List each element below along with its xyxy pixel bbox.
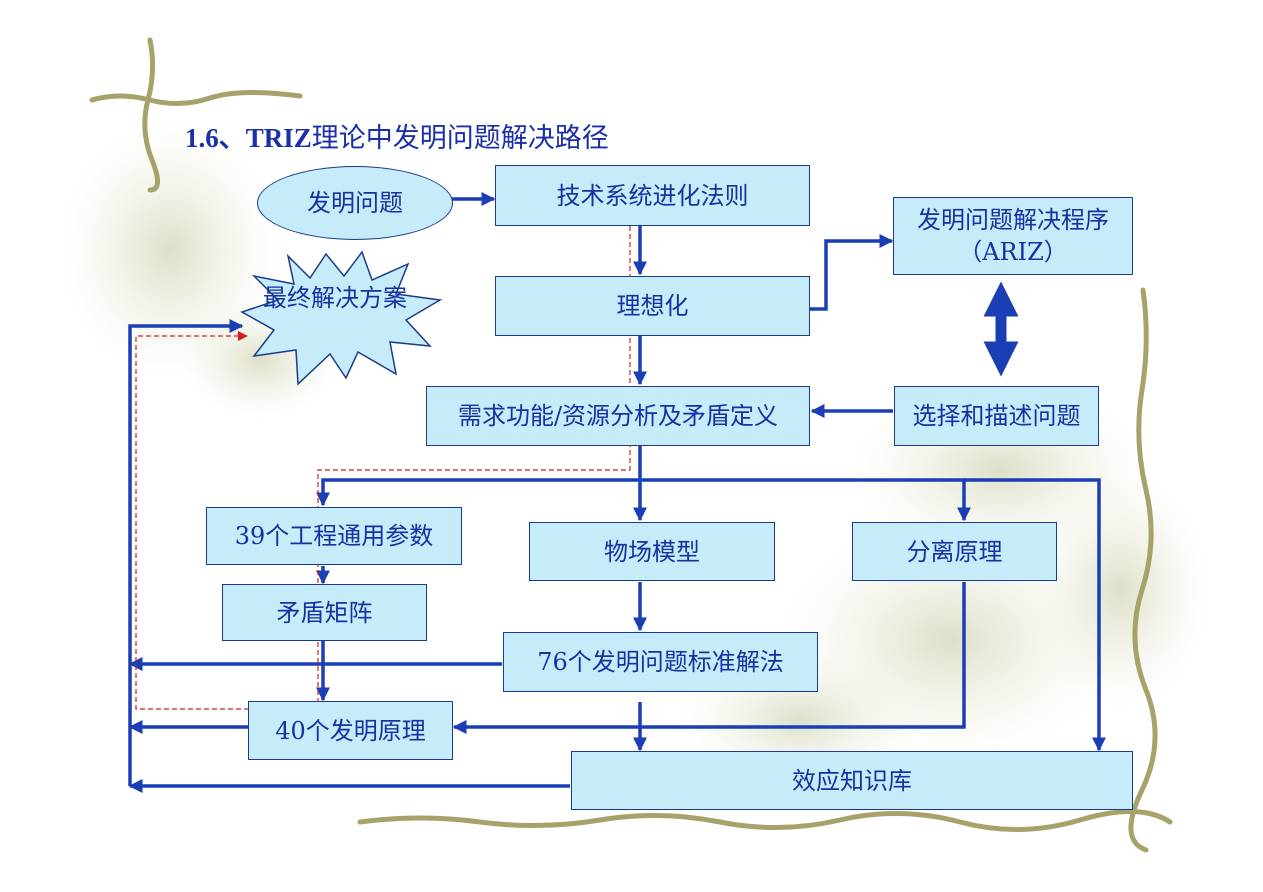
- title-text: 理论中发明问题解决路径: [311, 123, 609, 154]
- title-number: 1.6、: [185, 123, 246, 153]
- vine-frame: [89, 37, 1173, 853]
- node-40-principles-label: 40个发明原理: [275, 716, 426, 745]
- node-separation-label: 分离原理: [906, 537, 1003, 566]
- node-39-parameters: 39个工程通用参数: [206, 507, 462, 565]
- node-39-parameters-label: 39个工程通用参数: [234, 522, 434, 550]
- node-40-principles: 40个发明原理: [248, 701, 453, 760]
- node-select-describe: 选择和描述问题: [894, 386, 1099, 446]
- node-separation: 分离原理: [852, 522, 1057, 581]
- title-triz: TRIZ: [245, 123, 312, 153]
- node-ideality: 理想化: [495, 276, 810, 336]
- node-ariz-line2: （ARIZ）: [958, 238, 1068, 266]
- node-effects-database: 效应知识库: [571, 751, 1133, 810]
- node-contradiction-matrix-label: 矛盾矩阵: [276, 598, 373, 627]
- node-substance-field: 物场模型: [529, 522, 775, 581]
- node-evolution-laws-label: 技术系统进化法则: [556, 181, 749, 210]
- node-substance-field-label: 物场模型: [604, 537, 700, 566]
- node-ariz: 发明问题解决程序 （ARIZ）: [893, 197, 1133, 275]
- node-function-analysis-label: 需求功能/资源分析及矛盾定义: [457, 402, 779, 430]
- node-final-solution-label: 最终解决方案: [263, 284, 407, 312]
- node-ideality-label: 理想化: [616, 292, 689, 320]
- node-ariz-line1: 发明问题解决程序: [917, 206, 1109, 234]
- page-title: 1.6、TRIZ理论中发明问题解决路径: [185, 118, 609, 159]
- node-invention-problem: 发明问题: [257, 166, 453, 240]
- node-76-standard-solutions-label: 76个发明问题标准解法: [537, 648, 784, 676]
- node-76-standard-solutions: 76个发明问题标准解法: [503, 632, 818, 692]
- node-function-analysis: 需求功能/资源分析及矛盾定义: [426, 386, 810, 446]
- node-select-describe-label: 选择和描述问题: [912, 402, 1081, 430]
- node-evolution-laws: 技术系统进化法则: [495, 165, 810, 226]
- node-invention-problem-label: 发明问题: [307, 189, 403, 217]
- node-effects-database-label: 效应知识库: [792, 766, 912, 795]
- node-final-solution-star: [240, 250, 443, 386]
- node-contradiction-matrix: 矛盾矩阵: [222, 584, 427, 641]
